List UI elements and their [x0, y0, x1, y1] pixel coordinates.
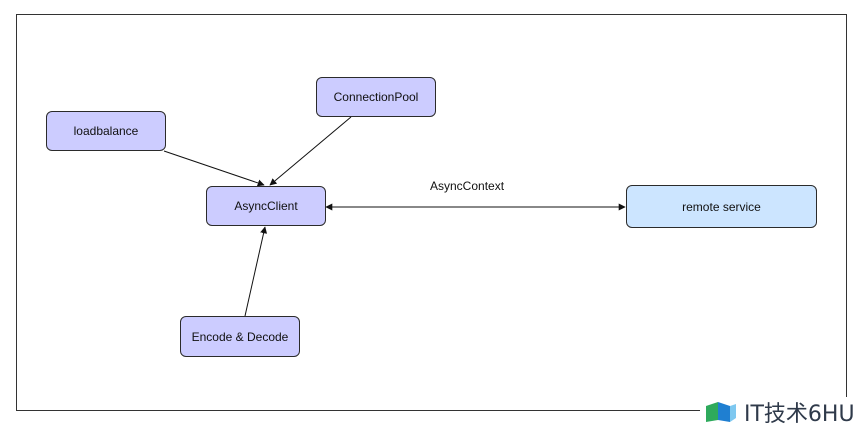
async-context-label: AsyncContext: [430, 179, 505, 193]
async-client-node: AsyncClient: [206, 186, 326, 226]
connection-pool-label: ConnectionPool: [333, 90, 419, 104]
watermark: IT技术6HU: [700, 397, 859, 427]
remote-service-label: remote service: [682, 199, 761, 214]
async-client-label: AsyncClient: [234, 199, 298, 213]
encode-decode-node: Encode & Decode: [180, 316, 300, 357]
diagram-frame: [16, 14, 847, 411]
edge-encodedecode-to-asyncclient: [244, 226, 268, 317]
encode-decode-label: Encode & Decode: [191, 329, 289, 344]
loadbalance-label: loadbalance: [73, 124, 139, 138]
watermark-logo-icon: [704, 400, 738, 424]
connection-pool-node: ConnectionPool: [316, 77, 436, 117]
loadbalance-node: loadbalance: [46, 111, 166, 151]
watermark-text: IT技术6HU: [744, 402, 855, 427]
edge-loadbalance-to-asyncclient: [163, 150, 265, 187]
remote-service-node: remote service: [626, 185, 817, 228]
edge-connectionpool-to-asyncclient: [269, 116, 352, 186]
